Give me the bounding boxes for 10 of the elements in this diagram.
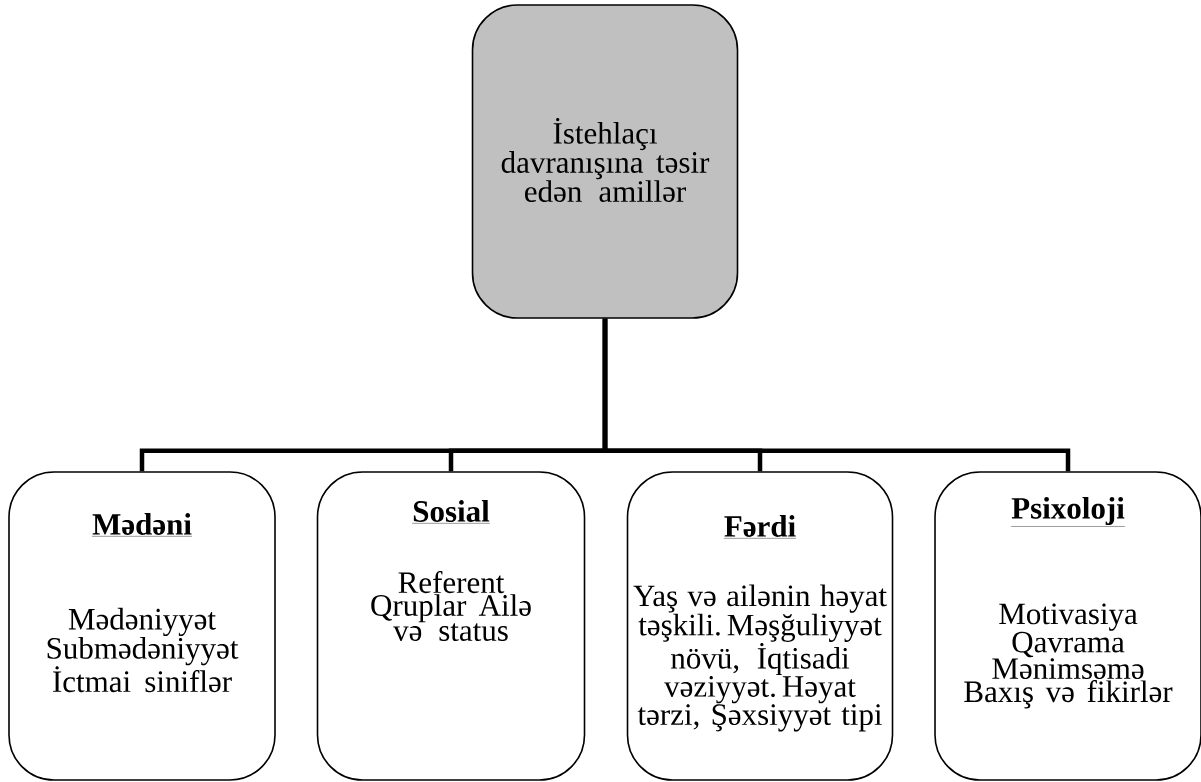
box-text: İstehlaçı davranışına təsir edən amillər bbox=[501, 117, 710, 203]
box-text: Motivasiya Qavrama Mənimsəmə Baxış və fikirlər bbox=[964, 603, 1173, 709]
box-heading: Sosial bbox=[412, 500, 490, 524]
box-text: Mədəniyyət Submədəniyyət İctmai siniflər bbox=[47, 607, 239, 693]
box-heading: Fərdi bbox=[723, 515, 797, 539]
box-heading: Psixoloji bbox=[1010, 496, 1126, 527]
box-text: Referent Qruplar Ailə və status bbox=[371, 571, 531, 641]
connector-line bbox=[602, 318, 1071, 472]
box-heading: Mədəni bbox=[91, 513, 193, 537]
box-text: Yaş və ailənin həyat təşkili. Məşğuliyyət növü, İqtisadi vəziyyət. Həyat tərzi, Şəxsiyyət tipi bbox=[633, 584, 887, 732]
